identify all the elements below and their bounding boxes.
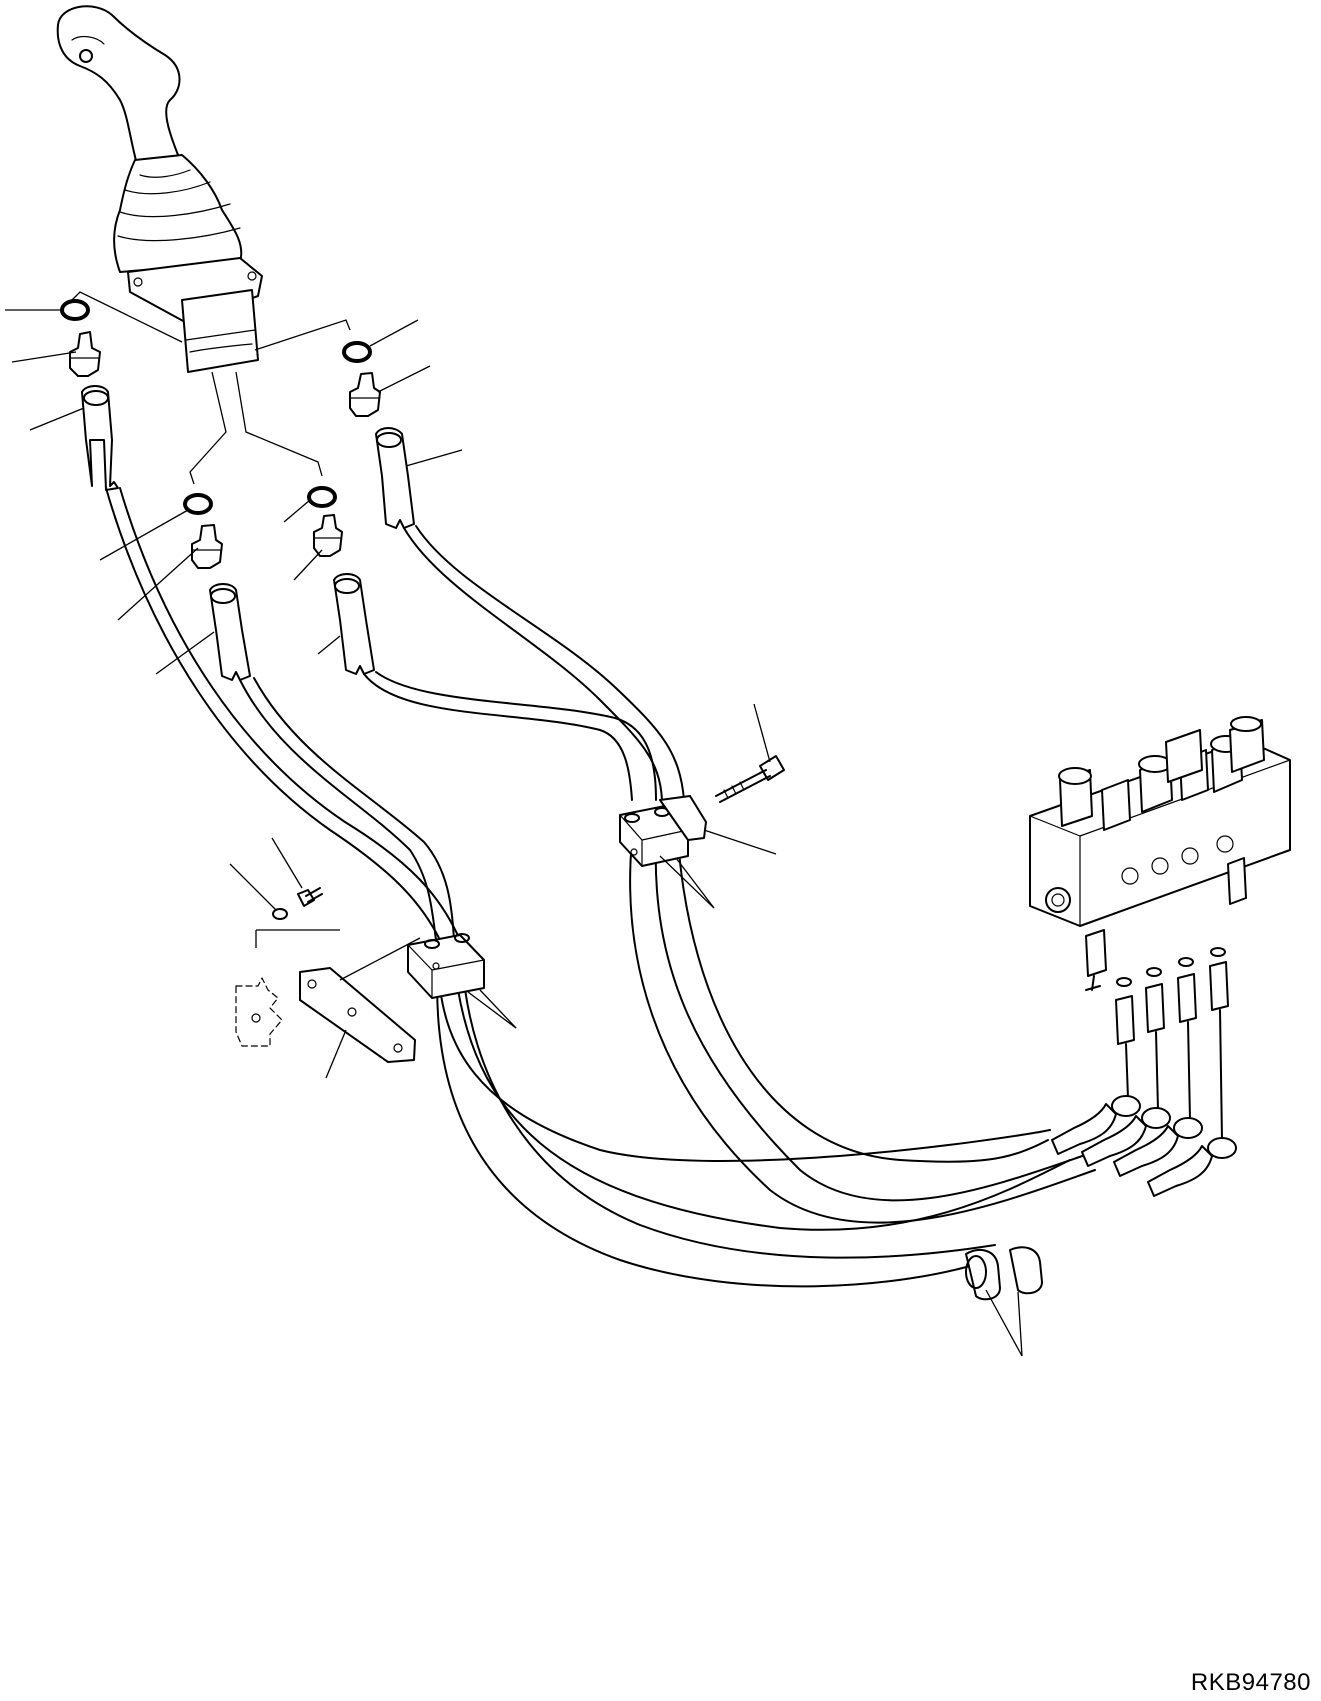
o-ring — [185, 495, 211, 513]
hose-end — [376, 428, 414, 528]
hose-end — [82, 386, 118, 490]
hose-protector-sleeves — [966, 1247, 1042, 1299]
fitting-set-middle-right — [309, 488, 374, 674]
port-fitting-3 — [1178, 958, 1196, 1120]
hose-end — [334, 574, 374, 674]
clamp-block — [408, 935, 484, 998]
elbow-4 — [1148, 1138, 1236, 1196]
o-ring — [344, 343, 370, 361]
control-valve-assembly — [1030, 717, 1290, 990]
mounting-bracket — [236, 888, 420, 1062]
valve-hose-elbows — [1052, 1096, 1236, 1196]
fitting-set-middle-left — [185, 495, 250, 680]
port-fitting-1 — [1116, 978, 1134, 1098]
port-guide-lines — [72, 292, 350, 484]
adapter — [314, 515, 342, 556]
elbow-3 — [1114, 1118, 1202, 1176]
adapter — [350, 373, 380, 416]
fitting-set-upper-left — [62, 301, 118, 490]
elbow-2 — [1082, 1108, 1170, 1166]
o-ring — [309, 488, 335, 506]
hose-clamp-lower — [408, 934, 484, 998]
clamp-bolt — [716, 756, 784, 802]
hose-runs — [106, 488, 1100, 1286]
hose-end — [210, 584, 250, 680]
drawing-code-label: RKB94780 — [1190, 1669, 1311, 1696]
hose-clamp-upper — [620, 756, 784, 866]
o-ring — [62, 301, 88, 319]
port-fitting-4 — [1210, 948, 1228, 1140]
joystick-lever — [58, 6, 262, 372]
valve-port-fittings — [1116, 948, 1228, 1140]
callout-leader-lines — [5, 310, 1022, 1356]
fitting-set-upper-right — [344, 343, 414, 528]
port-fitting-2 — [1146, 968, 1164, 1110]
adapter — [192, 525, 222, 568]
elbow-1 — [1052, 1096, 1140, 1154]
bracket-plate — [300, 968, 415, 1062]
adapter — [70, 332, 100, 376]
